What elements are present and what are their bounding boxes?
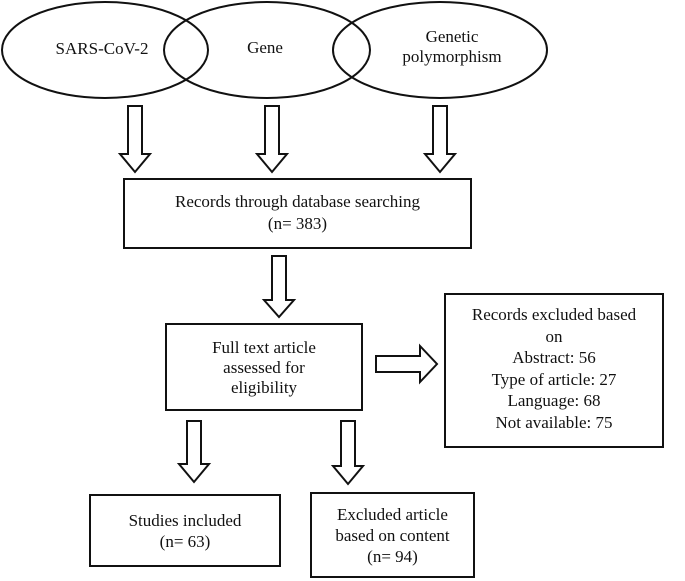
down-arrow-icon (117, 105, 153, 174)
excluded-language: Language: 68 (507, 391, 601, 410)
fulltext-line: assessed for (223, 358, 305, 377)
excluded-box (444, 293, 664, 448)
records-count: (n= 383) (267, 214, 328, 233)
genetic-polymorphism-line: Genetic (425, 27, 479, 46)
genetic-polymorphism-line: polymorphism (402, 47, 502, 66)
gene-label: Gene (247, 38, 283, 57)
excluded-not-available: Not available: 75 (495, 412, 613, 432)
ellipse-sars-cov-2 (1, 1, 209, 99)
excluded-content-text: Excluded article based on content (n= 94… (311, 504, 474, 567)
studies-included-box (89, 494, 281, 567)
excluded-content-count: (n= 94) (367, 547, 418, 566)
excluded-content-box (310, 492, 475, 578)
fulltext-line: eligibility (230, 378, 298, 397)
excluded-text: Records excluded based on Abstract: 56 T… (445, 304, 663, 433)
excluded-content-line: Excluded article (337, 505, 448, 524)
down-arrow-icon (330, 420, 366, 486)
fulltext-box (165, 323, 363, 411)
down-arrow-icon (176, 420, 212, 484)
excluded-content-line: based on content (335, 526, 450, 545)
fulltext-line: Full text article (212, 338, 316, 357)
records-line: Records through database searching (175, 192, 420, 211)
studies-included-count: (n= 63) (159, 532, 211, 551)
excluded-type-of-article: Type of article: 27 (491, 369, 617, 389)
down-arrow-icon (422, 105, 458, 174)
genetic-polymorphism-label: Genetic polymorphism (382, 27, 522, 67)
ellipse-genetic-polymorphism (332, 1, 548, 99)
sars-cov-2-label: SARS-CoV-2 (55, 39, 149, 58)
records-text: Records through database searching (n= 3… (124, 191, 471, 235)
ellipse-gene (163, 1, 371, 99)
excluded-line: on (545, 326, 563, 346)
excluded-abstract: Abstract: 56 (512, 348, 596, 367)
down-arrow-icon (261, 255, 297, 319)
excluded-line: Records excluded based (471, 305, 637, 324)
studies-included-text: Studies included (n= 63) (90, 510, 280, 552)
studies-included-line: Studies included (128, 511, 242, 530)
right-arrow-icon (375, 343, 439, 385)
records-box (123, 178, 472, 249)
down-arrow-icon (254, 105, 290, 174)
fulltext-text: Full text article assessed for eligibili… (166, 338, 362, 398)
